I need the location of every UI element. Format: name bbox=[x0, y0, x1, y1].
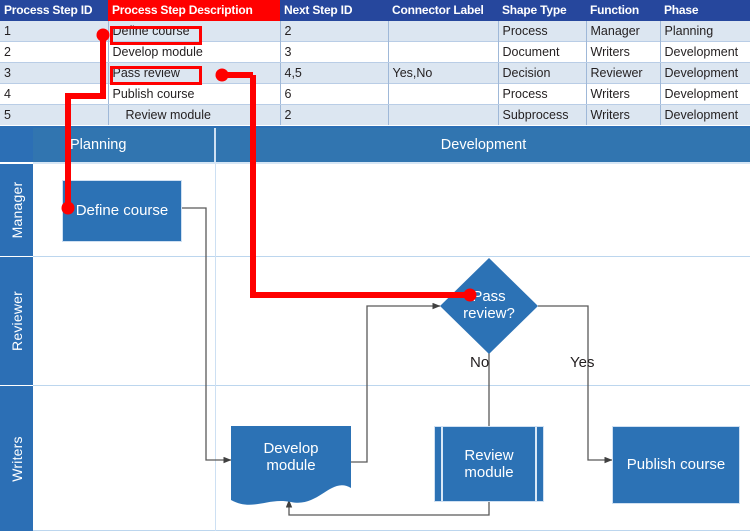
cell-process-step-id: 2 bbox=[0, 41, 109, 63]
annotation-highlight-define-course-cell bbox=[110, 26, 202, 45]
lane-header-writers[interactable]: Writers bbox=[0, 386, 33, 531]
lane-divider-reviewer-writers bbox=[33, 385, 750, 386]
column-header-process-step-description[interactable]: Process Step Description bbox=[108, 0, 280, 21]
edge-passreview-yes-to-publish bbox=[538, 305, 613, 464]
cell-connector-label bbox=[388, 41, 499, 63]
cell-shape-type: Subprocess bbox=[498, 104, 587, 125]
lane-label-writers: Writers bbox=[8, 435, 25, 482]
cell-next-step-id: 2 bbox=[280, 104, 389, 125]
edge-label-no: No bbox=[470, 354, 490, 371]
shape-label-publish-course: Publish course bbox=[626, 456, 726, 474]
cell-process-step-description: Review module bbox=[108, 104, 281, 125]
cell-process-step-id: 5 bbox=[0, 104, 109, 125]
cell-connector-label bbox=[388, 21, 499, 42]
cell-connector-label: Yes,No bbox=[388, 62, 499, 84]
edge-label-yes: Yes bbox=[570, 354, 595, 371]
phase-band-corner bbox=[0, 128, 33, 162]
shape-label-pass-review-line1: Pass bbox=[472, 288, 506, 306]
cell-function: Writers bbox=[586, 41, 661, 63]
shape-define-course[interactable]: Define course bbox=[62, 180, 182, 242]
lane-header-manager[interactable]: Manager bbox=[0, 164, 33, 256]
cell-function: Reviewer bbox=[586, 62, 661, 84]
cell-connector-label bbox=[388, 83, 499, 105]
column-header-next-step-id[interactable]: Next Step ID bbox=[280, 0, 388, 21]
cell-process-step-id: 3 bbox=[0, 62, 109, 84]
cell-phase: Development bbox=[660, 41, 750, 63]
shape-label-review-module-line2: module bbox=[464, 464, 514, 481]
column-header-shape-type[interactable]: Shape Type bbox=[498, 0, 586, 21]
shape-label-pass-review: Pass review? bbox=[438, 256, 540, 356]
shape-label-define-course: Define course bbox=[75, 202, 169, 220]
cell-shape-type: Process bbox=[498, 21, 587, 42]
shape-develop-module[interactable]: Develop module bbox=[231, 426, 351, 506]
shape-pass-review[interactable]: Pass review? bbox=[438, 256, 540, 356]
lane-divider-manager-reviewer bbox=[33, 256, 750, 257]
edge-develop-to-passreview bbox=[350, 302, 441, 463]
shape-review-module[interactable]: Review module bbox=[434, 426, 544, 502]
shape-label-develop-module-line1: Develop bbox=[263, 439, 319, 457]
table-row[interactable]: 1 Define course 2 Process Manager Planni… bbox=[0, 21, 750, 42]
shape-label-develop-module-line2: module bbox=[266, 457, 316, 474]
swimlane-diagram: Planning Development Manager Reviewer Wr… bbox=[0, 128, 750, 531]
cell-process-step-id: 1 bbox=[0, 21, 109, 42]
column-header-phase[interactable]: Phase bbox=[660, 0, 750, 21]
cell-process-step-description: Publish course bbox=[108, 83, 281, 105]
cell-function: Writers bbox=[586, 83, 661, 105]
edge-define-to-develop bbox=[182, 207, 232, 464]
lane-label-reviewer: Reviewer bbox=[8, 291, 25, 351]
table-row[interactable]: 5 Review module 2 Subprocess Writers Dev… bbox=[0, 104, 750, 125]
phase-separator bbox=[214, 128, 216, 162]
cell-phase: Development bbox=[660, 83, 750, 105]
lane-label-manager: Manager bbox=[8, 181, 25, 239]
table-header-row: Process Step ID Process Step Description… bbox=[0, 0, 750, 21]
phase-divider-line bbox=[215, 164, 216, 531]
cell-process-step-id: 4 bbox=[0, 83, 109, 105]
subprocess-bar-left bbox=[441, 427, 443, 501]
phase-label-planning[interactable]: Planning bbox=[70, 137, 127, 153]
cell-phase: Development bbox=[660, 62, 750, 84]
cell-next-step-id: 6 bbox=[280, 83, 389, 105]
table-row[interactable]: 2 Develop module 3 Document Writers Deve… bbox=[0, 41, 750, 63]
cell-next-step-id: 3 bbox=[280, 41, 389, 63]
cell-shape-type: Decision bbox=[498, 62, 587, 84]
annotation-highlight-pass-review-cell bbox=[110, 66, 202, 85]
phase-label-development[interactable]: Development bbox=[440, 137, 527, 153]
cell-process-step-description: Develop module bbox=[108, 41, 281, 63]
cell-phase: Development bbox=[660, 104, 750, 125]
shape-label-develop-module: Develop module bbox=[231, 426, 351, 488]
phase-band-underline bbox=[33, 162, 750, 164]
cell-function: Writers bbox=[586, 104, 661, 125]
cell-shape-type: Process bbox=[498, 83, 587, 105]
subprocess-bar-right bbox=[535, 427, 537, 501]
shape-label-pass-review-line2: review? bbox=[463, 305, 515, 322]
lane-header-reviewer[interactable]: Reviewer bbox=[0, 257, 33, 385]
cell-phase: Planning bbox=[660, 21, 750, 42]
shape-publish-course[interactable]: Publish course bbox=[612, 426, 740, 504]
column-header-connector-label[interactable]: Connector Label bbox=[388, 0, 498, 21]
process-steps-table: Process Step ID Process Step Description… bbox=[0, 0, 750, 128]
shape-label-review-module-line1: Review bbox=[464, 446, 514, 464]
cell-next-step-id: 4,5 bbox=[280, 62, 389, 84]
table-row[interactable]: 4 Publish course 6 Process Writers Devel… bbox=[0, 83, 750, 105]
cell-connector-label bbox=[388, 104, 499, 125]
column-header-function[interactable]: Function bbox=[586, 0, 660, 21]
cell-function: Manager bbox=[586, 21, 661, 42]
cell-next-step-id: 2 bbox=[280, 21, 389, 42]
cell-shape-type: Document bbox=[498, 41, 587, 63]
column-header-process-step-id[interactable]: Process Step ID bbox=[0, 0, 108, 21]
